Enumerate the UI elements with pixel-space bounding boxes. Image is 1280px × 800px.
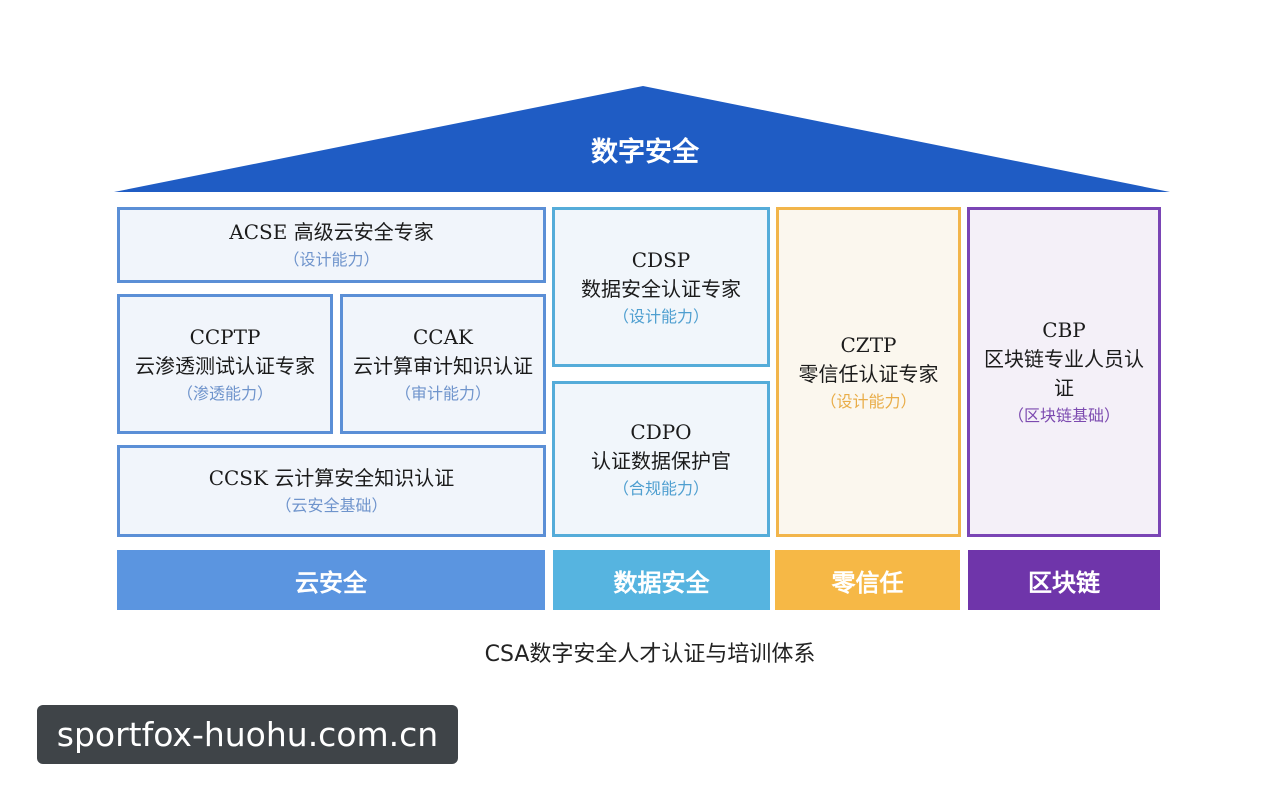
cbp-name-line2: 证 [1054,376,1074,400]
watermark-badge: sportfox-huohu.com.cn [37,705,458,764]
pillar-blockchain: 区块链 [968,550,1160,610]
roof-shape [114,86,1170,192]
cztp-name: 零信任认证专家 [798,361,939,386]
pillar-data-security: 数据安全 [553,550,770,610]
pillar-zero-trust: 零信任 [775,550,960,610]
acse-caption: （设计能力） [283,250,380,269]
diagram-caption: CSA数字安全人才认证与培训体系 [484,642,816,667]
ccptp-name: 云渗透测试认证专家 [135,353,315,378]
ccsk-box: CCSK 云计算安全知识认证 （云安全基础） [117,445,546,537]
cbp-code: CBP [1042,318,1086,342]
cdpo-code: CDPO [630,419,692,444]
roof-title: 数字安全 [591,137,699,168]
cbp-name-line1: 区块链专业人员认 [984,347,1144,371]
ccak-box: CCAK 云计算审计知识认证 （审计能力） [340,294,546,434]
cztp-box: CZTP 零信任认证专家 （设计能力） [776,207,961,537]
acse-box: ACSE 高级云安全专家 （设计能力） [117,207,546,283]
ccak-name: 云计算审计知识认证 [353,353,533,378]
pillar-cloud-security: 云安全 [117,550,545,610]
ccak-code: CCAK [413,324,473,349]
cztp-caption: （设计能力） [820,391,917,411]
cdpo-name: 认证数据保护官 [591,448,731,473]
ccsk-caption: （云安全基础） [275,496,388,515]
cdsp-name: 数据安全认证专家 [581,276,741,301]
roof-triangle [114,86,1170,192]
acse-title: ACSE 高级云安全专家 [229,220,434,244]
cbp-caption: （区块链基础） [1007,406,1120,425]
cdsp-caption: （设计能力） [612,306,709,326]
cdsp-code: CDSP [631,247,691,272]
cdsp-box: CDSP 数据安全认证专家 （设计能力） [552,207,770,367]
ccptp-box: CCPTP 云渗透测试认证专家 （渗透能力） [117,294,333,434]
cdpo-caption: （合规能力） [612,478,709,498]
ccsk-title: CCSK 云计算安全知识认证 [208,466,455,490]
cdpo-box: CDPO 认证数据保护官 （合规能力） [552,381,770,537]
cztp-code: CZTP [840,332,897,357]
cbp-box: CBP 区块链专业人员认 证 （区块链基础） [967,207,1161,537]
ccak-caption: （审计能力） [394,383,491,403]
ccptp-caption: （渗透能力） [176,383,273,403]
ccptp-code: CCPTP [189,324,261,349]
